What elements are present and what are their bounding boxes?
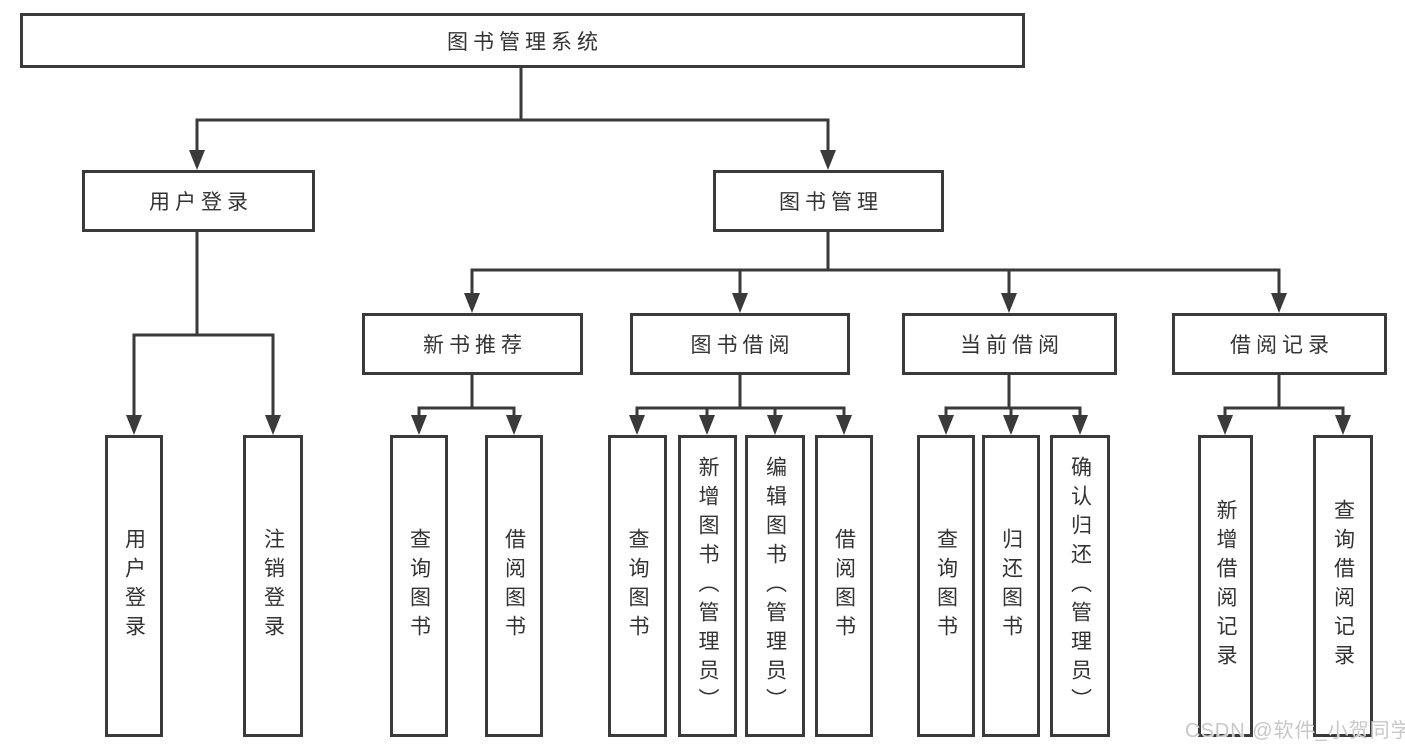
leaf-user-login-label: 用户登录 — [122, 528, 146, 644]
node-root-label: 图书管理系统 — [447, 30, 603, 54]
leaf-nb-query-book-label: 查询图书 — [407, 528, 431, 644]
leaf-bb-add-book-admin-label: 新增图书（管理员） — [696, 455, 719, 717]
node-user-login: 用户登录 — [82, 170, 315, 232]
node-borrow-records: 借阅记录 — [1172, 313, 1387, 375]
node-borrow-records-label: 借阅记录 — [1230, 334, 1334, 357]
node-root-system: 图书管理系统 — [20, 13, 1025, 68]
leaf-nb-borrow-book: 借阅图书 — [485, 435, 543, 737]
node-user-login-label: 用户登录 — [149, 191, 253, 214]
leaf-cb-query-book: 查询图书 — [917, 435, 975, 737]
leaf-cb-return-book-label: 归还图书 — [999, 528, 1023, 644]
node-current-borrow-label: 当前借阅 — [960, 334, 1064, 357]
node-book-management-label: 图书管理 — [779, 191, 883, 214]
leaf-nb-borrow-book-label: 借阅图书 — [502, 528, 526, 644]
leaf-cb-confirm-return-admin-label: 确认归还（管理员） — [1068, 455, 1092, 717]
leaf-br-add-record-label: 新增借阅记录 — [1214, 499, 1237, 673]
arrowheads — [126, 150, 1351, 435]
leaf-bb-borrow-book-label: 借阅图书 — [832, 528, 856, 644]
leaf-br-add-record: 新增借阅记录 — [1198, 435, 1253, 737]
leaf-logout-label: 注销登录 — [261, 528, 285, 644]
node-book-management: 图书管理 — [713, 170, 944, 232]
node-book-borrow-label: 图书借阅 — [690, 334, 795, 357]
node-new-book-recommend: 新书推荐 — [362, 313, 583, 375]
leaf-bb-add-book-admin: 新增图书（管理员） — [678, 435, 737, 737]
csdn-watermark: CSDN @软件_小贺同学 — [1185, 720, 1405, 742]
leaf-cb-return-book: 归还图书 — [982, 435, 1040, 737]
leaf-logout: 注销登录 — [243, 435, 303, 737]
leaf-br-query-record-label: 查询借阅记录 — [1331, 499, 1355, 673]
node-book-borrow: 图书借阅 — [630, 313, 850, 375]
leaf-user-login: 用户登录 — [105, 435, 163, 737]
leaf-bb-borrow-book: 借阅图书 — [815, 435, 873, 737]
leaf-nb-query-book: 查询图书 — [390, 435, 448, 737]
leaf-bb-edit-book-admin: 编辑图书（管理员） — [745, 435, 805, 737]
leaf-br-query-record: 查询借阅记录 — [1313, 435, 1373, 737]
leaf-cb-confirm-return-admin: 确认归还（管理员） — [1050, 435, 1110, 737]
leaf-bb-query-book-label: 查询图书 — [626, 528, 649, 644]
leaf-bb-query-book: 查询图书 — [608, 435, 667, 737]
leaf-bb-edit-book-admin-label: 编辑图书（管理员） — [763, 455, 787, 717]
node-new-book-recommend-label: 新书推荐 — [423, 334, 527, 357]
node-current-borrow: 当前借阅 — [902, 313, 1117, 375]
leaf-cb-query-book-label: 查询图书 — [934, 528, 958, 644]
